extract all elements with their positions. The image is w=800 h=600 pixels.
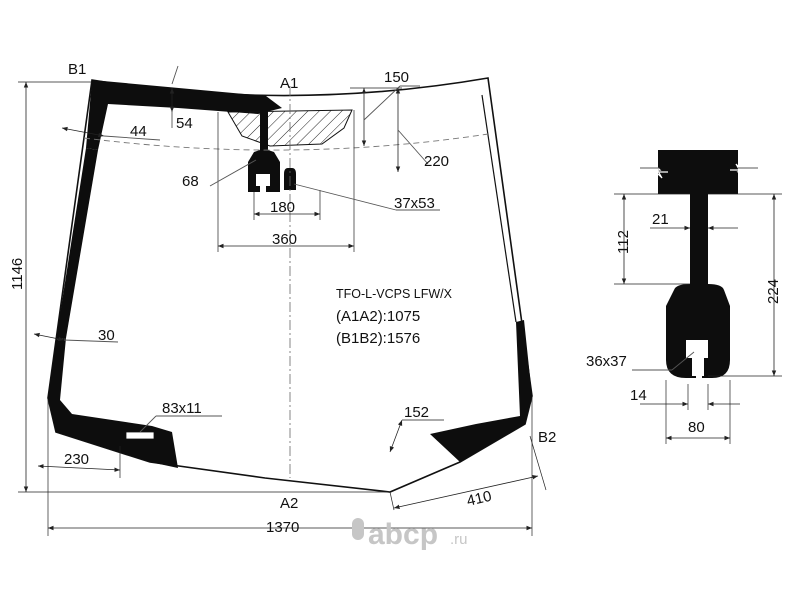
detail-dim-80: 80 <box>688 419 705 436</box>
dim-37x53: 37x53 <box>394 195 435 212</box>
detail-dim-36x37: 36x37 <box>586 353 627 370</box>
dim-410: 410 <box>465 488 493 510</box>
diagonal-a1a2: (A1A2):1075 <box>336 308 420 325</box>
watermark-tld: .ru <box>450 531 468 548</box>
dim-1146: 1146 <box>9 258 26 290</box>
detail-dim-14: 14 <box>630 387 647 404</box>
dim-30: 30 <box>98 327 115 344</box>
mirror-bracket <box>248 100 296 192</box>
watermark-brand: abcp <box>368 518 438 551</box>
slot-83x11 <box>125 431 155 440</box>
dim-230: 230 <box>64 451 89 468</box>
dim-54: 54 <box>176 115 193 132</box>
part-code: TFO-L-VCPS LFW/X <box>336 287 453 301</box>
detail-dim-224: 224 <box>765 279 782 304</box>
dim-150: 150 <box>384 69 409 86</box>
point-a1-label: A1 <box>280 75 298 92</box>
point-b2-label: B2 <box>538 429 556 446</box>
point-b1-label: B1 <box>68 61 86 78</box>
dim-180: 180 <box>270 199 295 216</box>
dim-1370: 1370 <box>266 519 299 536</box>
point-a2-label: A2 <box>280 495 298 512</box>
detail-dim-21: 21 <box>652 211 669 228</box>
dim-68: 68 <box>182 173 199 190</box>
dim-360: 360 <box>272 231 297 248</box>
dim-44: 44 <box>130 123 147 140</box>
bracket-detail <box>640 150 758 384</box>
detail-dim-112: 112 <box>615 230 632 254</box>
diagonal-b1b2: (B1B2):1576 <box>336 330 420 347</box>
dim-220: 220 <box>424 153 449 170</box>
dim-152: 152 <box>404 404 429 421</box>
watermark-logo: abcp .ru <box>352 518 468 551</box>
dim-83x11: 83x11 <box>162 400 202 417</box>
dash-line <box>83 133 489 151</box>
